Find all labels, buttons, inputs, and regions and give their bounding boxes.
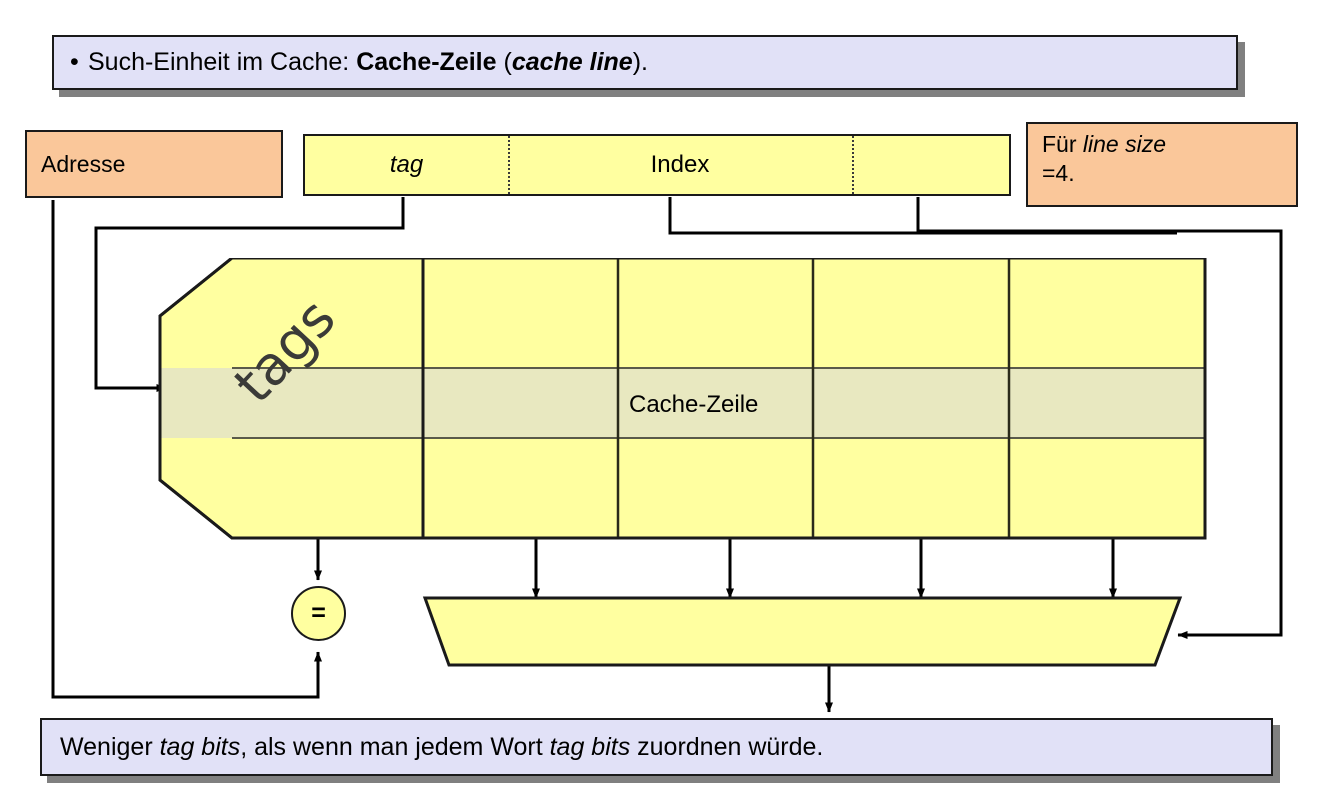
- bottom-banner-text: Weniger tag bits, als wenn man jedem Wor…: [60, 733, 823, 762]
- top-banner-bold-italic-term: cache line: [511, 48, 633, 76]
- address-segment-index-label: Index: [650, 151, 710, 178]
- cache-array: [150, 258, 1215, 540]
- address-segment-tag-label: tag: [389, 151, 424, 178]
- top-banner-text: • Such-Einheit im Cache: Cache-Zeile (cac…: [70, 48, 648, 77]
- address-segment-index: Index: [508, 136, 852, 194]
- address-field-bar: tag Index: [303, 134, 1011, 196]
- address-divider-2: [852, 136, 854, 194]
- line-size-note-line1: Für line size: [1042, 130, 1296, 159]
- wire-offset-to-mux-select: [916, 197, 1283, 639]
- bullet-icon: •: [70, 48, 79, 76]
- note-italic-term: line size: [1082, 131, 1166, 157]
- bottom-banner-part1: Weniger: [60, 732, 160, 761]
- address-segment-tag: tag: [305, 136, 508, 194]
- cache-line-label: Cache-Zeile: [629, 391, 759, 418]
- top-banner: • Such-Einheit im Cache: Cache-Zeile (cac…: [52, 35, 1238, 90]
- top-banner-prefix: Such-Einheit im Cache:: [88, 48, 357, 76]
- top-banner-paren-open: (: [496, 48, 512, 76]
- wire-index-run: [668, 197, 1177, 235]
- bottom-banner-part3: zuordnen würde.: [630, 732, 824, 761]
- cache-tags-highlight: [160, 368, 423, 438]
- line-size-note-box: Für line size =4.: [1026, 122, 1298, 207]
- comparator-equals: =: [291, 586, 346, 641]
- address-label-box: Adresse: [25, 130, 283, 198]
- bottom-banner-italic1: tag bits: [159, 732, 241, 761]
- address-divider-1: [508, 136, 510, 194]
- bottom-banner: Weniger tag bits, als wenn man jedem Wor…: [40, 718, 1273, 776]
- note-prefix: Für: [1042, 131, 1083, 157]
- wire-tag-to-cache: [94, 197, 405, 392]
- bottom-banner-italic2: tag bits: [549, 732, 631, 761]
- top-banner-paren-close: ).: [632, 48, 648, 76]
- line-size-note-line2: =4.: [1042, 159, 1075, 186]
- top-banner-bold-term: Cache-Zeile: [356, 48, 497, 76]
- comparator-label: =: [311, 599, 326, 627]
- address-label-text: Adresse: [41, 150, 126, 177]
- bottom-banner-part2: , als wenn man jedem Wort: [240, 732, 550, 761]
- wire-address-to-comparator: [51, 200, 322, 699]
